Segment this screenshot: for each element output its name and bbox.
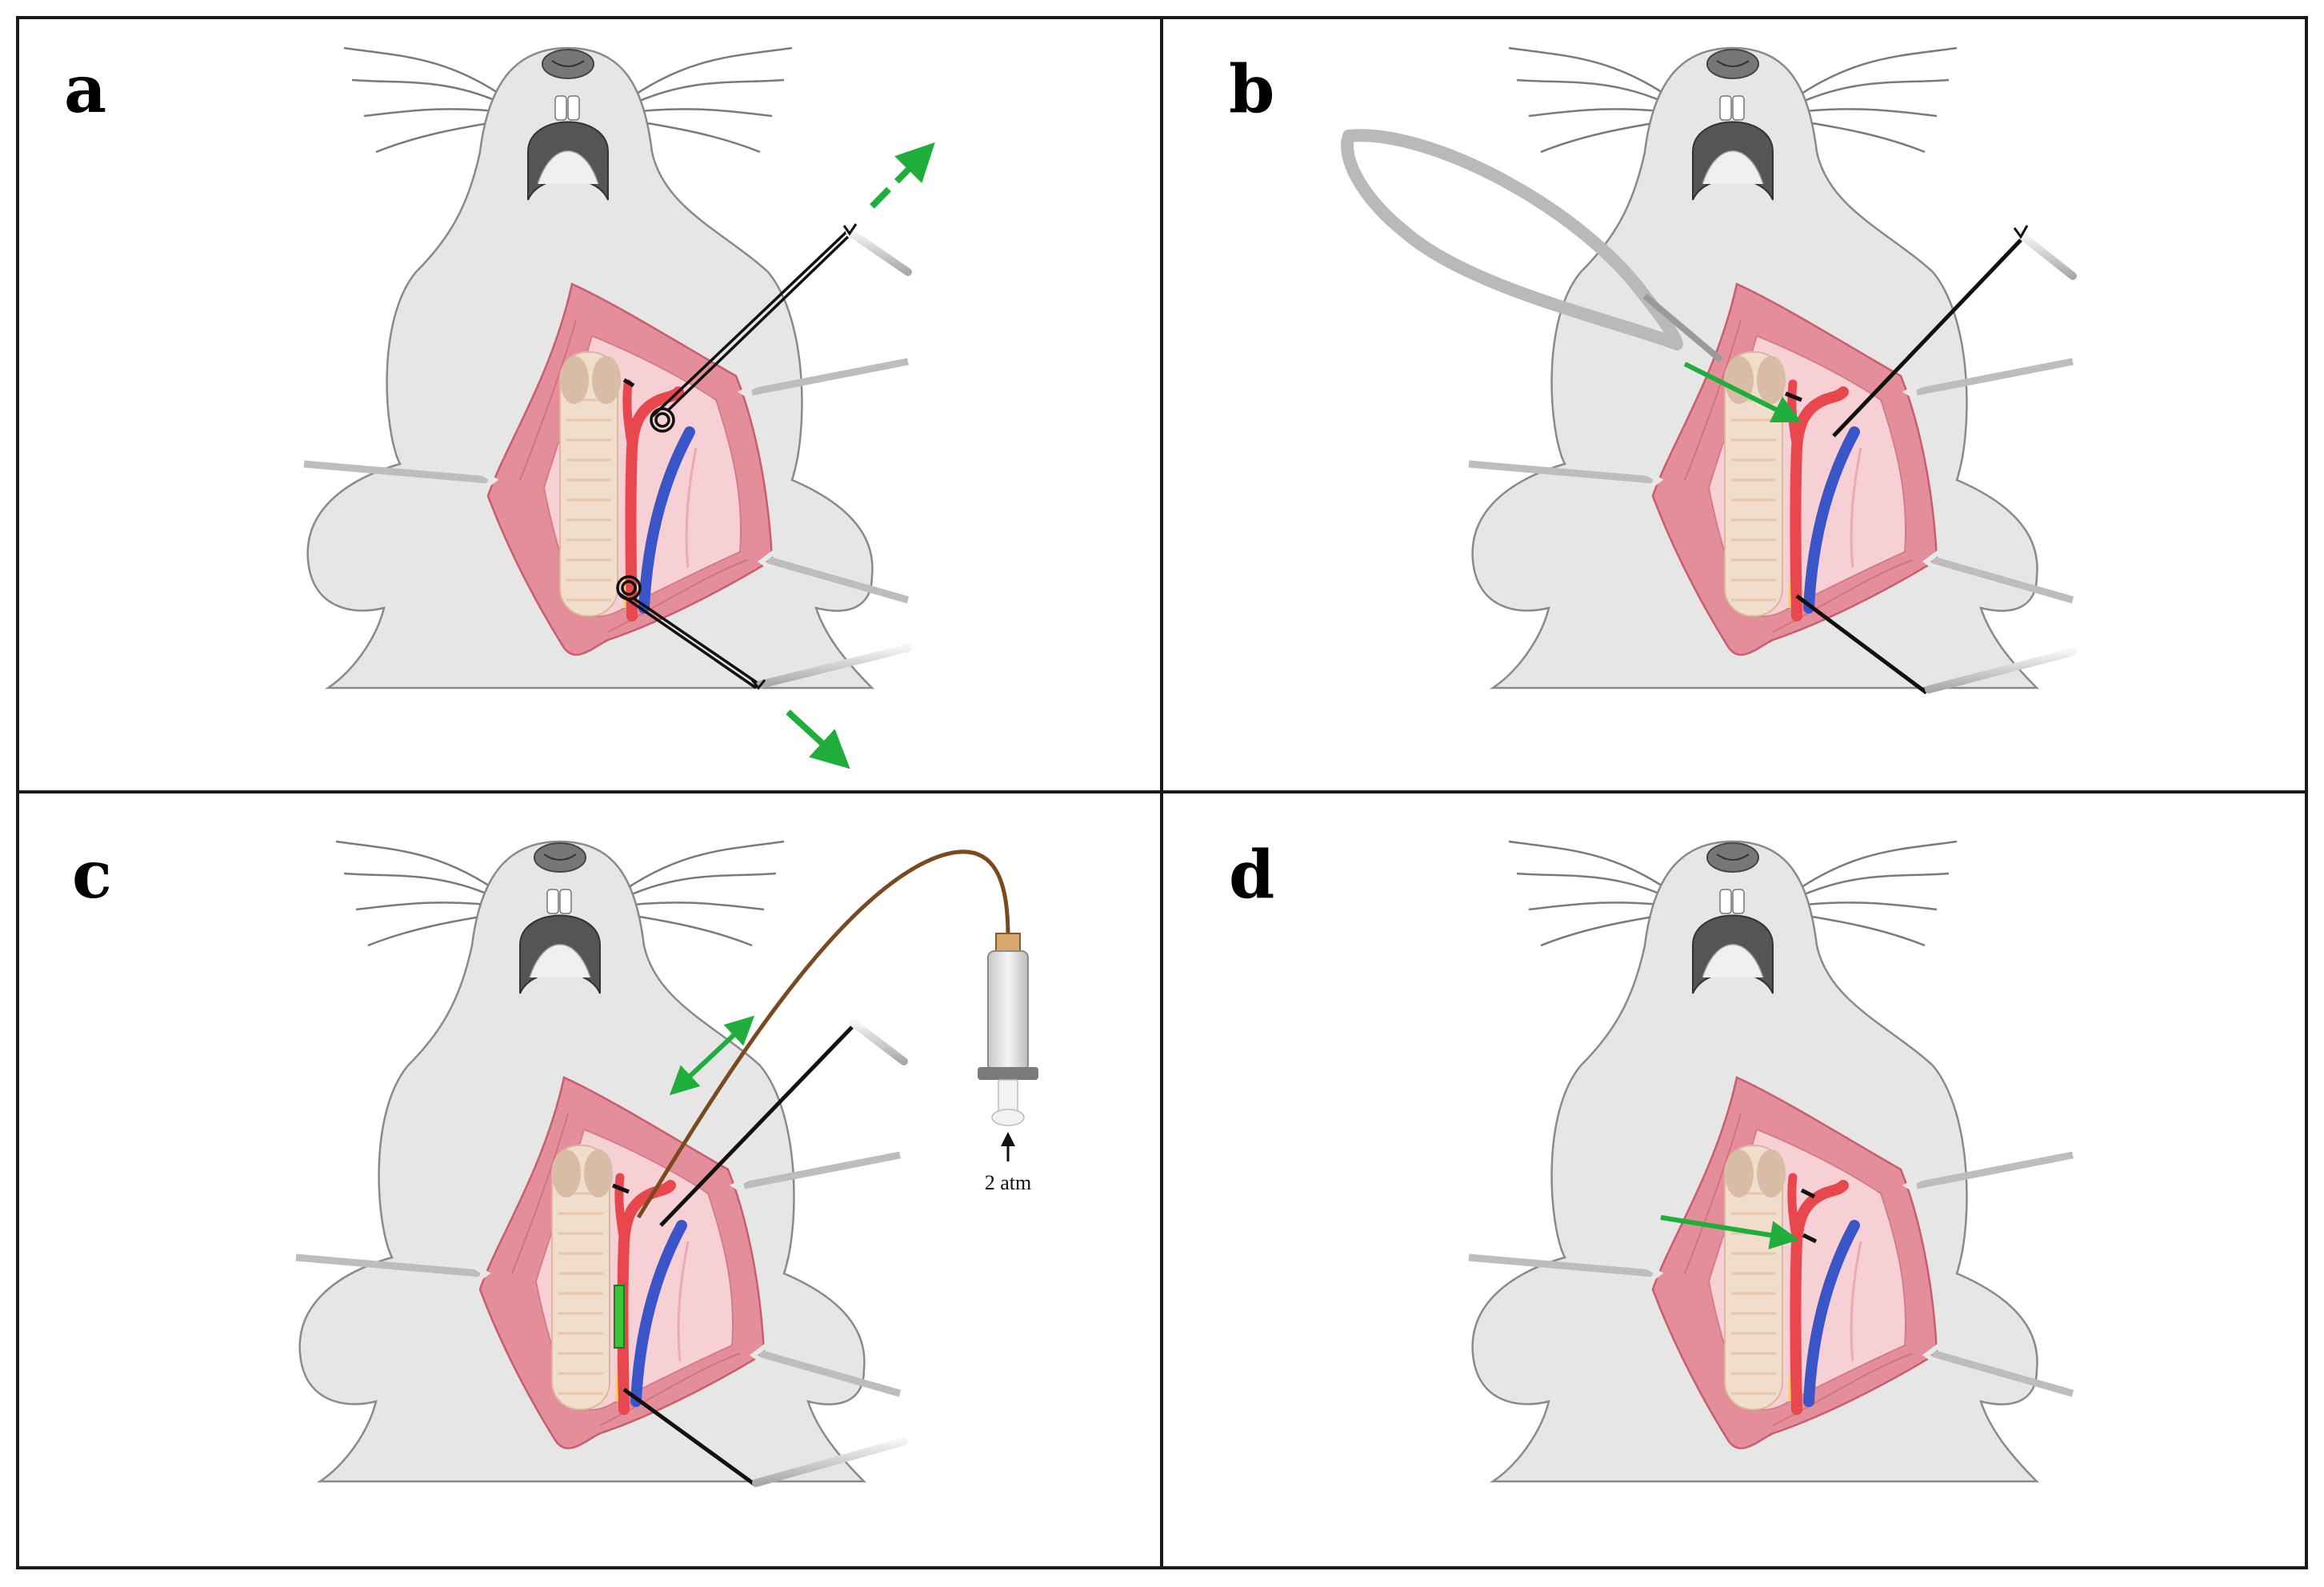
panel-c: c 2 atm <box>72 837 1038 1488</box>
panel-b: b <box>1229 46 2077 695</box>
suture-tie-icon <box>616 230 850 690</box>
panel-label-d: d <box>1229 837 1274 913</box>
syringe-icon <box>978 933 1038 1126</box>
catheter-icon <box>636 849 1010 1219</box>
suture-tie-icon <box>1800 1188 1818 1244</box>
panel-label-c: c <box>72 837 112 913</box>
arrow-icon <box>1683 362 1802 423</box>
panel-label-a: a <box>64 51 106 128</box>
forceps-icon <box>1925 225 2077 694</box>
panel-frame <box>16 16 2308 1569</box>
syringe-pressure-label: 2 atm <box>985 1171 1032 1194</box>
panel-label-b: b <box>1229 51 1274 128</box>
arrow-icon <box>669 1015 755 1096</box>
suture-tie-icon <box>612 1025 854 1488</box>
arrow-icon <box>1660 1215 1799 1249</box>
panel-a: a <box>64 46 935 770</box>
scissors-icon <box>1341 129 1723 363</box>
forceps-icon <box>752 1019 908 1487</box>
forceps-icon <box>750 223 912 690</box>
balloon-catheter-tip <box>614 1285 625 1349</box>
arrow-icon <box>786 142 935 770</box>
panel-d: d <box>1229 837 2073 1483</box>
